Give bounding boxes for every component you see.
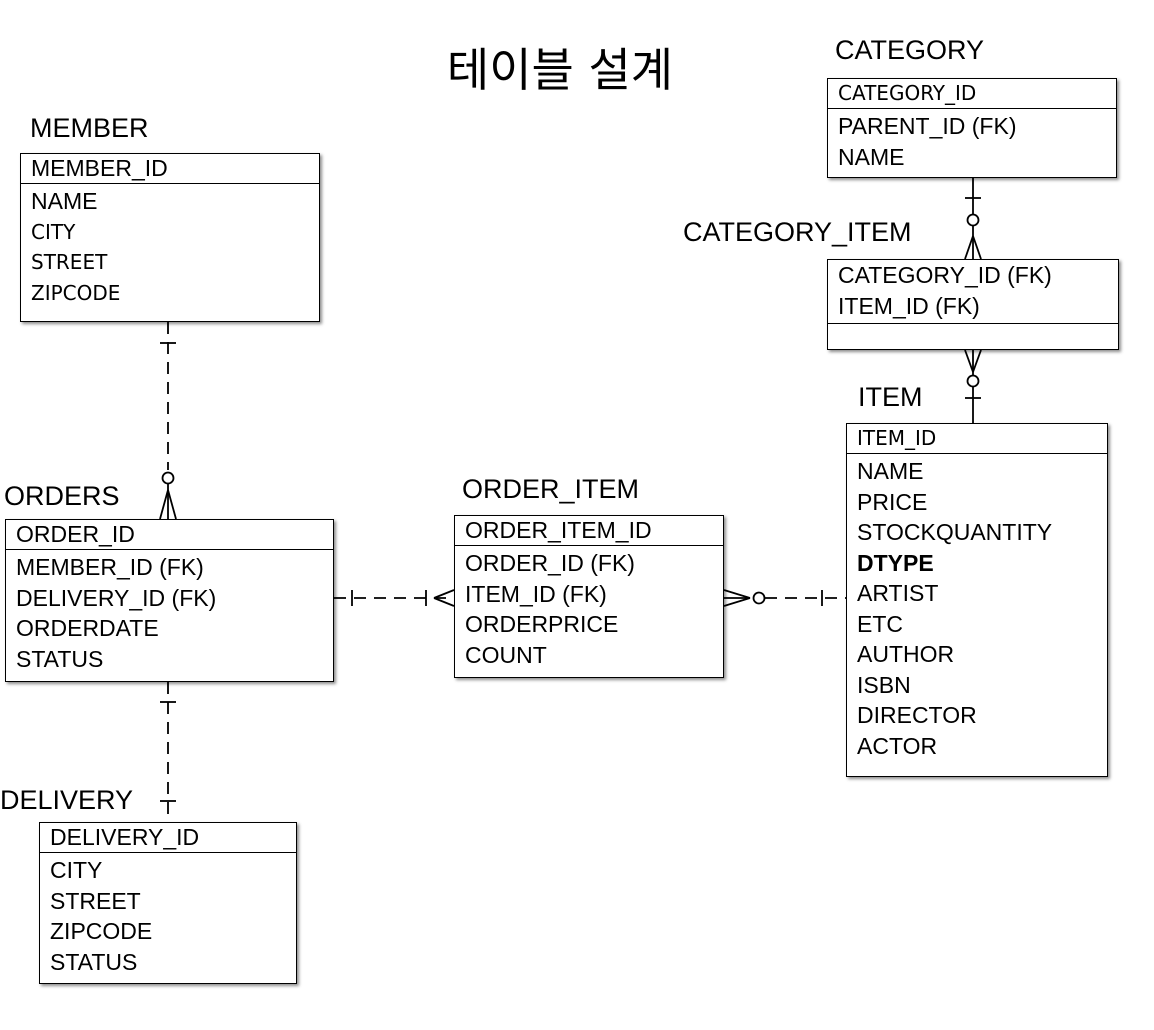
member-attr: NAME bbox=[31, 188, 98, 214]
order-item-attr: ORDER_ID (FK) bbox=[465, 550, 635, 576]
rel-category-categoryitem bbox=[964, 178, 982, 260]
category-pk: CATEGORY_ID bbox=[828, 79, 1116, 109]
item-attr: DIRECTOR bbox=[857, 702, 977, 728]
order-item-attr: COUNT bbox=[465, 641, 547, 668]
entity-item: ITEM_ID NAME PRICE STOCKQUANTITY DTYPE A… bbox=[846, 423, 1108, 777]
orders-attr: DELIVERY_ID (FK) bbox=[16, 584, 217, 611]
entity-name-delivery: DELIVERY bbox=[0, 785, 134, 815]
entity-name-item: ITEM bbox=[858, 382, 923, 412]
entity-name-order-item: ORDER_ITEM bbox=[462, 474, 640, 504]
delivery-pk: DELIVERY_ID bbox=[40, 823, 296, 853]
item-attr: ARTIST bbox=[857, 580, 939, 606]
order-item-pk: ORDER_ITEM_ID bbox=[455, 516, 723, 546]
item-attr: STOCKQUANTITY bbox=[857, 519, 1053, 545]
entity-delivery: DELIVERY_ID CITY STREET ZIPCODE STATUS bbox=[39, 822, 297, 984]
item-pk: ITEM_ID bbox=[847, 424, 1107, 454]
entity-name-category: CATEGORY bbox=[835, 35, 985, 65]
item-attr: ISBN bbox=[857, 671, 911, 698]
rel-categoryitem-item bbox=[964, 349, 982, 423]
item-attr: PRICE bbox=[857, 488, 928, 515]
entity-name-category-item: CATEGORY_ITEM bbox=[683, 217, 912, 247]
category-attr: NAME bbox=[838, 143, 905, 170]
delivery-attr: STATUS bbox=[50, 948, 138, 975]
delivery-attr: CITY bbox=[50, 857, 103, 883]
orders-attr: ORDERDATE bbox=[16, 615, 159, 641]
item-attr: AUTHOR bbox=[857, 641, 955, 667]
member-pk: MEMBER_ID bbox=[21, 154, 319, 184]
entity-name-orders: ORDERS bbox=[4, 481, 120, 511]
rel-orders-delivery bbox=[160, 682, 176, 822]
entity-category: CATEGORY_ID PARENT_ID (FK) NAME bbox=[827, 78, 1117, 178]
category-item-attr: CATEGORY_ID (FK) bbox=[838, 262, 1052, 288]
member-attr: ZIPCODE bbox=[31, 280, 121, 305]
diagram-title: 테이블 설계 bbox=[446, 43, 674, 97]
entity-member: MEMBER_ID NAME CITY STREET ZIPCODE bbox=[20, 153, 320, 322]
order-item-attr: ORDERPRICE bbox=[465, 611, 619, 637]
delivery-attr: STREET bbox=[50, 887, 141, 914]
member-attr: CITY bbox=[31, 219, 76, 244]
item-attr-discriminator: DTYPE bbox=[857, 549, 934, 576]
item-attr: ETC bbox=[857, 610, 903, 637]
item-attr: ACTOR bbox=[857, 732, 938, 759]
orders-pk: ORDER_ID bbox=[6, 520, 333, 550]
orders-attr: MEMBER_ID (FK) bbox=[16, 554, 204, 580]
entity-order-item: ORDER_ITEM_ID ORDER_ID (FK) ITEM_ID (FK)… bbox=[454, 515, 724, 678]
entity-category-item: CATEGORY_ID (FK) ITEM_ID (FK) bbox=[827, 259, 1119, 350]
item-attr: NAME bbox=[857, 458, 924, 484]
entity-orders: ORDER_ID MEMBER_ID (FK) DELIVERY_ID (FK)… bbox=[5, 519, 334, 682]
rel-orders-orderitem bbox=[334, 589, 455, 607]
category-attr: PARENT_ID (FK) bbox=[838, 113, 1017, 139]
category-item-empty-section bbox=[828, 323, 1118, 348]
member-attr: STREET bbox=[31, 250, 108, 274]
order-item-attr: ITEM_ID (FK) bbox=[465, 580, 607, 607]
rel-member-orders bbox=[159, 322, 177, 520]
orders-attr: STATUS bbox=[16, 645, 104, 672]
rel-orderitem-item bbox=[723, 589, 846, 607]
category-item-attr: ITEM_ID (FK) bbox=[838, 292, 980, 319]
delivery-attr: ZIPCODE bbox=[50, 918, 153, 944]
entity-name-member: MEMBER bbox=[30, 113, 149, 143]
